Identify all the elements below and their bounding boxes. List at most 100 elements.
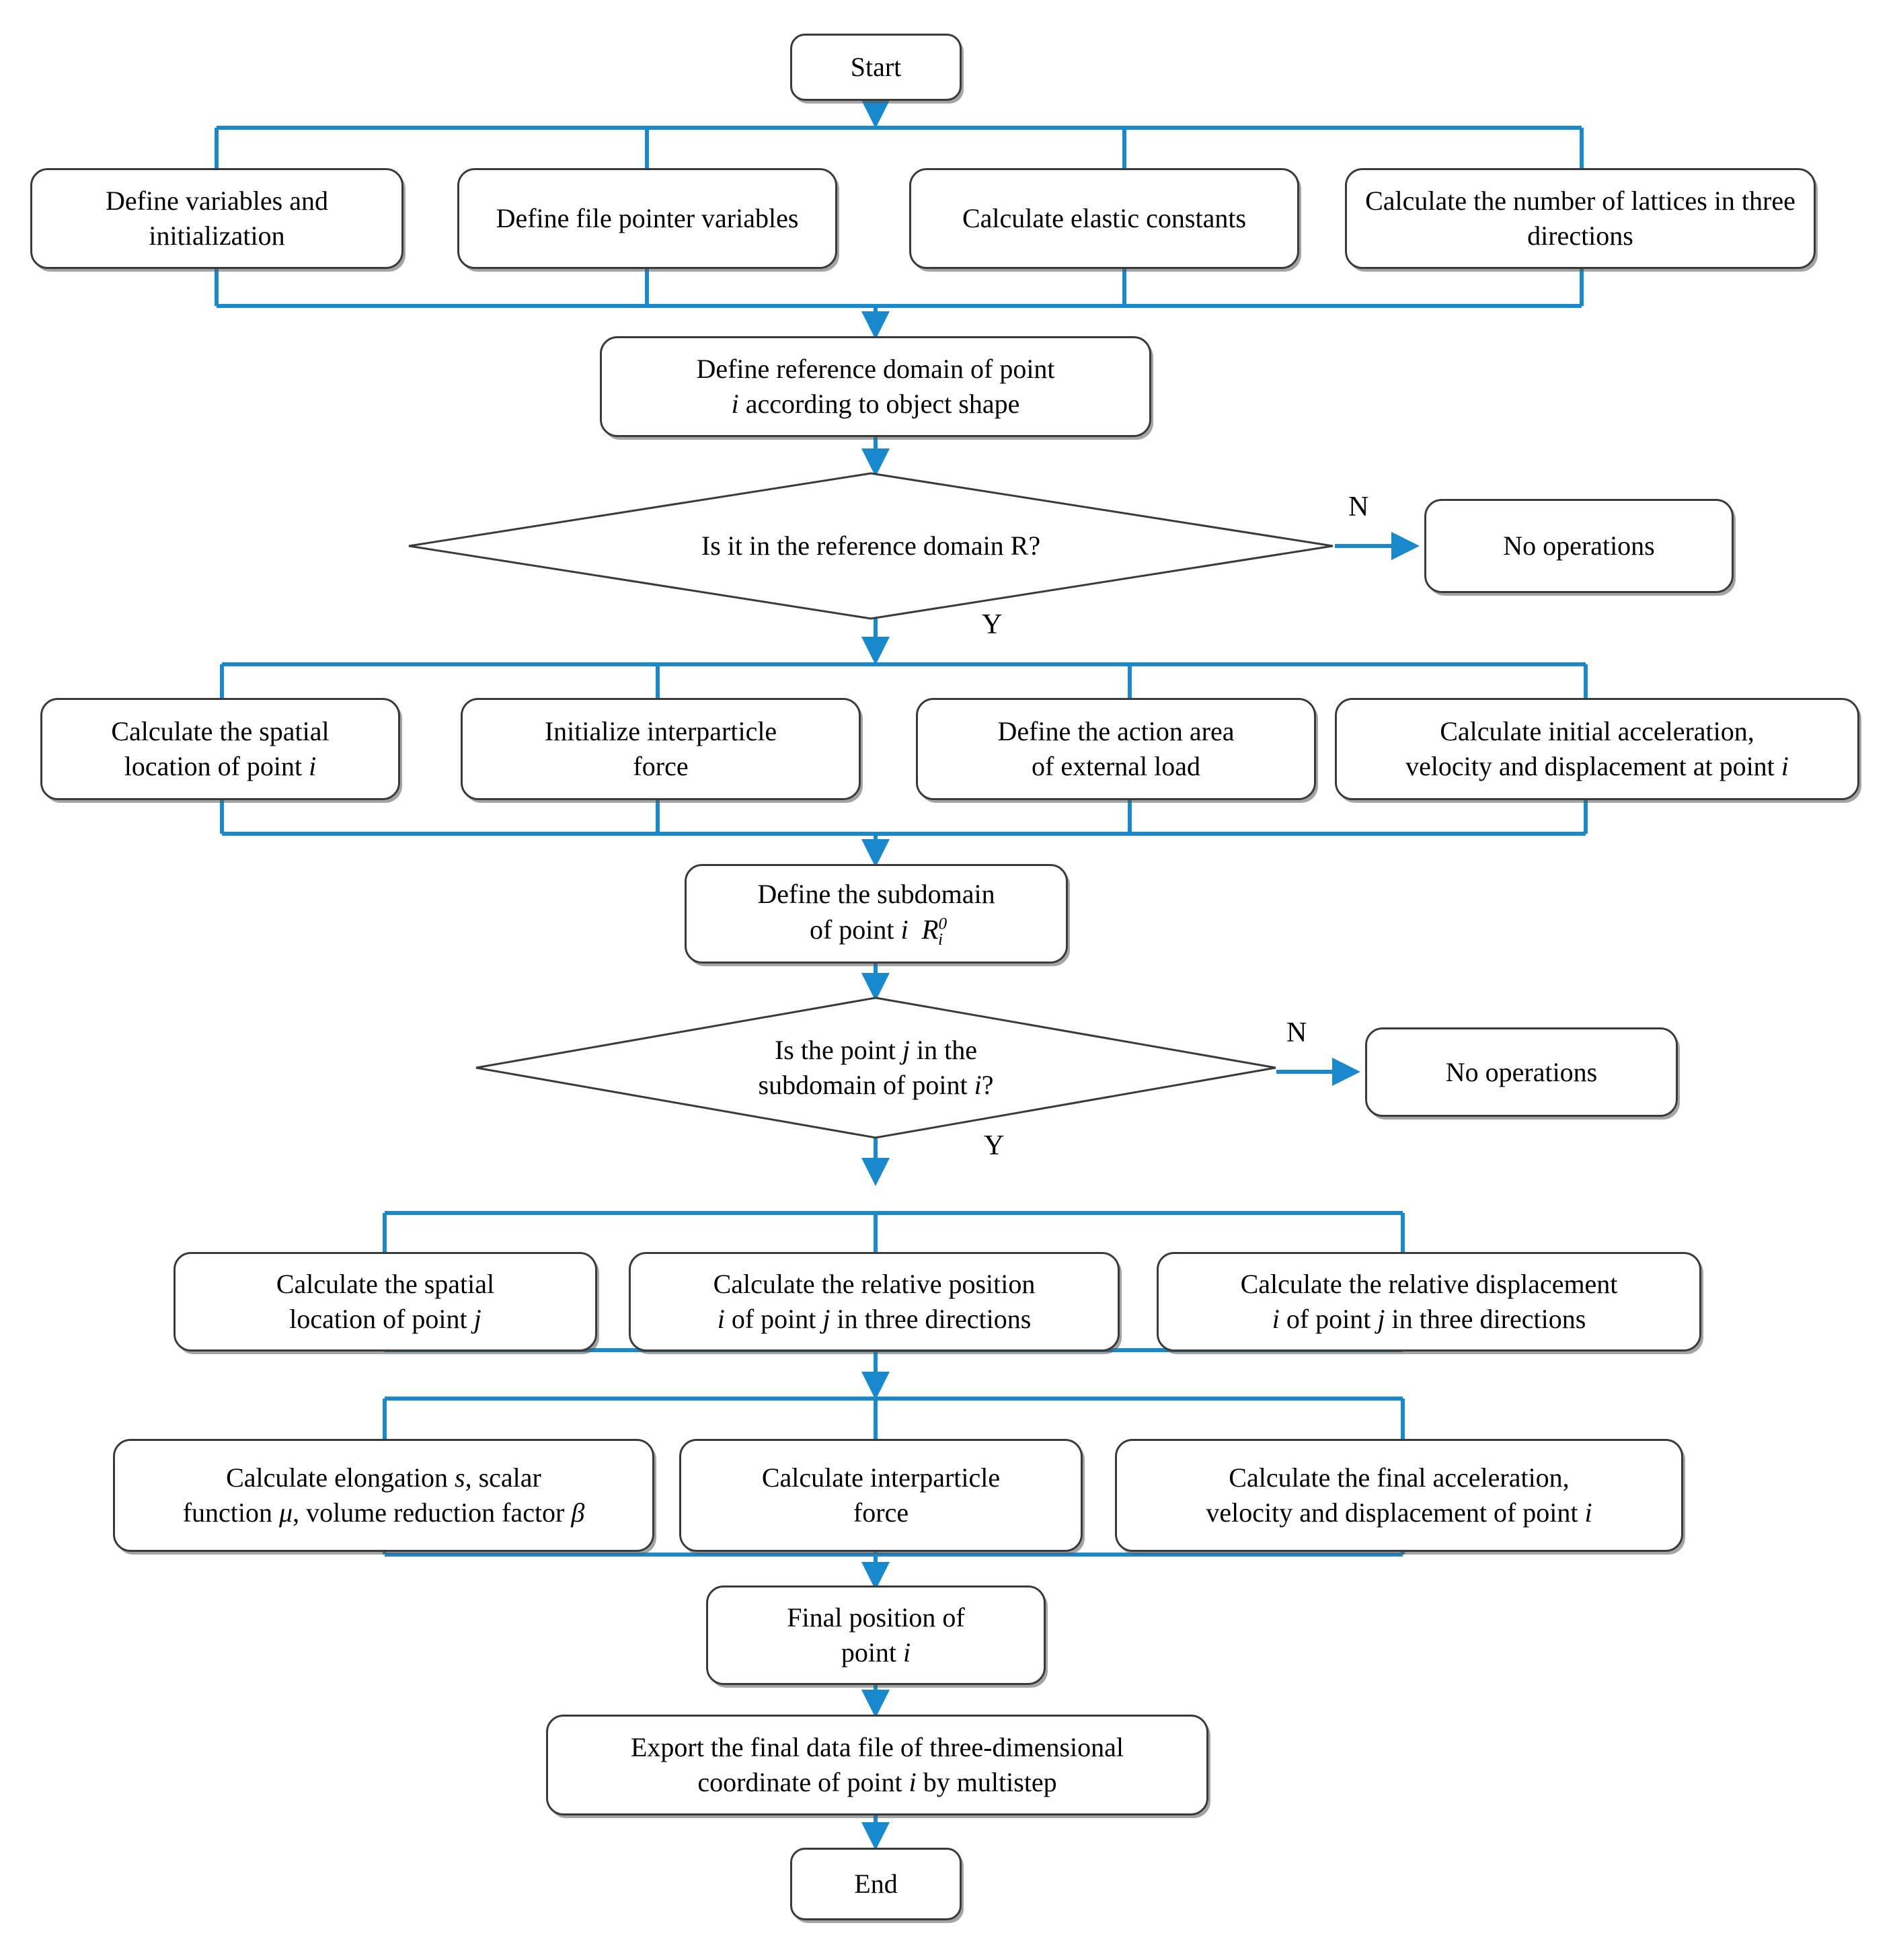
- node-calculate-final-acceleration[interactable]: Calculate the final acceleration, veloci…: [1115, 1439, 1683, 1552]
- row3-b3-post: in three directions: [1385, 1304, 1586, 1334]
- node-end-label: End: [854, 1869, 898, 1899]
- row2-b3-l1: Define the action area: [997, 716, 1235, 746]
- node-no-operations-1[interactable]: No operations: [1424, 499, 1734, 593]
- row2-b4-it: i: [1781, 751, 1789, 781]
- node-export-data-file[interactable]: Export the final data file of three-dime…: [546, 1715, 1208, 1815]
- reference-domain-line2: according to object shape: [738, 389, 1020, 419]
- node-calculate-lattices[interactable]: Calculate the number of lattices in thre…: [1345, 168, 1816, 269]
- row3-b3-i2: j: [1377, 1304, 1385, 1334]
- node-end[interactable]: End: [790, 1848, 962, 1920]
- row3-b1-l1: Calculate the spatial: [276, 1269, 495, 1299]
- row4-b1-l1b: , scalar: [465, 1462, 541, 1493]
- subdomain-l2: of point: [809, 914, 901, 945]
- row2-b2-l1: Initialize interparticle: [544, 716, 777, 746]
- node-decision-subdomain[interactable]: Is the point j in the subdomain of point…: [474, 996, 1278, 1139]
- decision2-l1a: Is the point: [774, 1035, 902, 1065]
- final-pos-it: i: [903, 1637, 911, 1668]
- node-define-reference-domain[interactable]: Define reference domain of point i accor…: [600, 336, 1151, 437]
- node-calculate-initial-acceleration[interactable]: Calculate initial acceleration, velocity…: [1335, 698, 1859, 800]
- subdomain-l1: Define the subdomain: [757, 878, 995, 909]
- row4-b3-l1: Calculate the final acceleration,: [1229, 1462, 1570, 1493]
- subdomain-symbol: R0i: [921, 914, 948, 949]
- row3-b3-mid: of point: [1279, 1304, 1378, 1334]
- subdomain-symbol-base: R: [921, 914, 939, 945]
- row2-b2-l2: force: [633, 751, 689, 781]
- node-define-file-pointer-label: Define file pointer variables: [496, 203, 799, 233]
- edge-label-decision2-yes: Y: [984, 1130, 1005, 1161]
- node-define-file-pointer[interactable]: Define file pointer variables: [457, 168, 837, 269]
- row3-b1-it: j: [473, 1304, 481, 1334]
- node-no-operations-2[interactable]: No operations: [1365, 1027, 1678, 1117]
- node-calculate-elastic-constants-label: Calculate elastic constants: [962, 203, 1247, 233]
- node-export-data-file-label: Export the final data file of three-dime…: [557, 1730, 1197, 1800]
- node-final-position[interactable]: Final position of point i: [706, 1585, 1046, 1685]
- row3-b1-l2: location of point: [289, 1304, 474, 1334]
- row3-b3-i1: i: [1272, 1304, 1280, 1334]
- node-calculate-interparticle-force-label: Calculate interparticle force: [691, 1460, 1071, 1530]
- row3-b2-i1: i: [717, 1304, 725, 1334]
- diamond-shape-1: [407, 472, 1335, 620]
- node-calculate-relative-displacement-label: Calculate the relative displacement i of…: [1168, 1267, 1690, 1337]
- node-define-variables-label: Define variables and initialization: [106, 186, 328, 251]
- node-calculate-relative-displacement[interactable]: Calculate the relative displacement i of…: [1157, 1252, 1701, 1351]
- row2-b1-l1: Calculate the spatial: [111, 716, 330, 746]
- node-calculate-spatial-location-i[interactable]: Calculate the spatial location of point …: [40, 698, 400, 800]
- node-decision-reference-domain[interactable]: Is it in the reference domain R?: [407, 472, 1335, 620]
- decision2-l1b: in the: [910, 1035, 978, 1065]
- node-calculate-elastic-constants[interactable]: Calculate elastic constants: [909, 168, 1299, 269]
- node-calculate-lattices-label: Calculate the number of lattices in thre…: [1365, 186, 1795, 251]
- node-final-position-label: Final position of point i: [718, 1600, 1034, 1670]
- export-it: i: [909, 1767, 917, 1797]
- node-calculate-spatial-location-j-label: Calculate the spatial location of point …: [185, 1267, 586, 1337]
- row4-b1-l1i: s: [455, 1462, 465, 1493]
- node-calculate-elongation[interactable]: Calculate elongation s, scalar function …: [113, 1439, 654, 1552]
- node-no-operations-1-label: No operations: [1503, 531, 1655, 561]
- row4-b1-l2m: , volume reduction factor: [293, 1497, 572, 1528]
- node-calculate-spatial-location-j[interactable]: Calculate the spatial location of point …: [173, 1252, 597, 1351]
- edge-label-decision1-yes: Y: [982, 609, 1003, 640]
- row4-b1-l2a: function: [182, 1497, 279, 1528]
- export-l1: Export the final data file of three-dime…: [630, 1732, 1124, 1762]
- subdomain-italic: i: [900, 914, 909, 945]
- subdomain-symbol-sup: 0: [938, 914, 948, 933]
- node-start[interactable]: Start: [790, 34, 962, 101]
- row4-b2-l1: Calculate interparticle: [761, 1462, 1001, 1493]
- node-calculate-relative-position-label: Calculate the relative position i of poi…: [640, 1267, 1108, 1337]
- subdomain-symbol-sub: i: [938, 930, 943, 949]
- node-calculate-initial-acceleration-label: Calculate initial acceleration, velocity…: [1346, 714, 1848, 784]
- decision2-l2b: ?: [981, 1070, 994, 1100]
- row3-b2-i2: j: [822, 1304, 830, 1334]
- row4-b3-it: i: [1584, 1497, 1592, 1528]
- row3-b2-l1: Calculate the relative position: [713, 1269, 1036, 1299]
- row2-b4-l2: velocity and displacement at point: [1405, 751, 1781, 781]
- decision2-l2a: subdomain of point: [758, 1070, 974, 1100]
- row2-b1-it: i: [309, 751, 317, 781]
- row3-b2-mid: of point: [724, 1304, 823, 1334]
- node-calculate-spatial-location-i-label: Calculate the spatial location of point …: [52, 714, 389, 784]
- row3-b3-l1: Calculate the relative displacement: [1240, 1269, 1618, 1299]
- edge-label-decision2-no: N: [1286, 1017, 1307, 1048]
- row4-b2-l2: force: [853, 1497, 909, 1528]
- node-define-variables[interactable]: Define variables and initialization: [30, 168, 403, 269]
- node-define-action-area-label: Define the action area of external load: [927, 714, 1305, 784]
- node-define-reference-domain-label: Define reference domain of point i accor…: [611, 352, 1140, 422]
- node-calculate-interparticle-force[interactable]: Calculate interparticle force: [679, 1439, 1083, 1552]
- row4-b1-l2i: μ: [279, 1497, 293, 1528]
- row3-b2-post: in three directions: [830, 1304, 1032, 1334]
- reference-domain-italic: i: [731, 389, 739, 419]
- row4-b1-l2i2: β: [571, 1497, 585, 1528]
- row2-b4-l1: Calculate initial acceleration,: [1440, 716, 1754, 746]
- decision2-l1i: j: [902, 1035, 911, 1065]
- export-l2b: by multistep: [916, 1767, 1057, 1797]
- final-pos-l1: Final position of: [787, 1602, 965, 1633]
- node-start-label: Start: [850, 52, 902, 82]
- decision2-l2i: i: [974, 1070, 982, 1100]
- row2-b3-l2: of external load: [1032, 751, 1200, 781]
- node-define-subdomain-label: Define the subdomain of point i R0i: [696, 877, 1056, 951]
- node-no-operations-2-label: No operations: [1445, 1056, 1598, 1087]
- node-define-action-area[interactable]: Define the action area of external load: [916, 698, 1316, 800]
- node-define-subdomain[interactable]: Define the subdomain of point i R0i: [685, 864, 1068, 964]
- node-calculate-relative-position[interactable]: Calculate the relative position i of poi…: [629, 1252, 1120, 1351]
- node-initialize-interparticle-force[interactable]: Initialize interparticle force: [461, 698, 861, 800]
